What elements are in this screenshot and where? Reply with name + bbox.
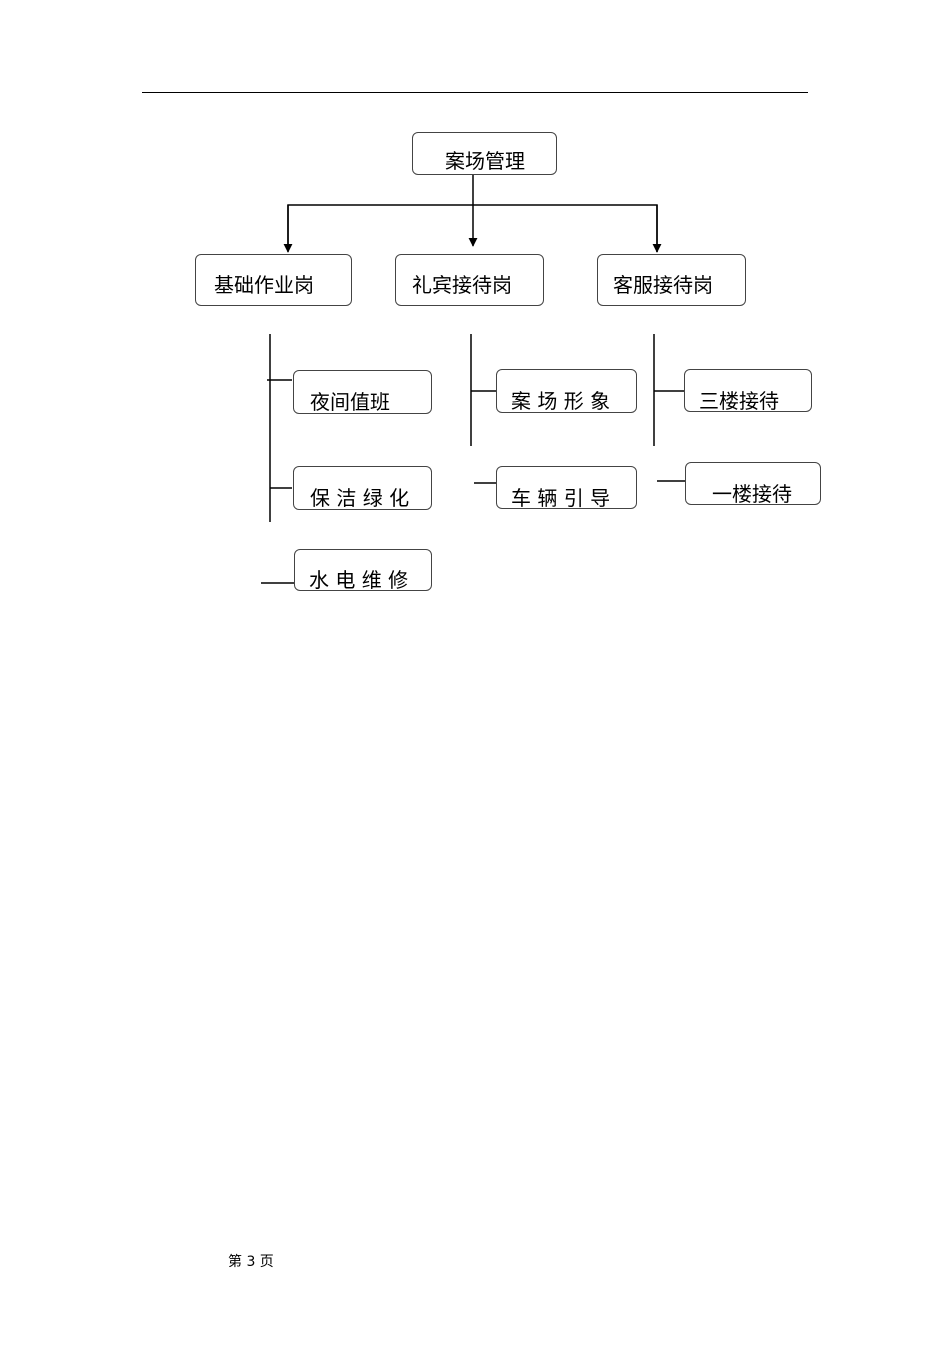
dept-node-label: 客服接待岗 bbox=[613, 273, 713, 297]
dept-node-label: 礼宾接待岗 bbox=[412, 273, 512, 297]
dept-node-basic: 基础作业岗 bbox=[195, 254, 352, 306]
dept-node-reception: 礼宾接待岗 bbox=[395, 254, 544, 306]
duty-node-label: 水 电 维 修 bbox=[309, 568, 409, 592]
duty-node-label: 车 辆 引 导 bbox=[511, 486, 611, 510]
duty-node: 夜间值班 bbox=[293, 370, 432, 414]
duty-node-label: 案 场 形 象 bbox=[511, 389, 611, 413]
duty-node: 水 电 维 修 bbox=[294, 549, 432, 591]
root-node-label: 案场管理 bbox=[445, 149, 525, 173]
duty-node: 案 场 形 象 bbox=[496, 369, 637, 413]
duty-node: 保 洁 绿 化 bbox=[293, 466, 432, 510]
duty-node-label: 夜间值班 bbox=[310, 390, 390, 414]
root-node: 案场管理 bbox=[412, 132, 557, 175]
duty-node: 三楼接待 bbox=[684, 369, 812, 412]
dept-node-label: 基础作业岗 bbox=[214, 273, 314, 297]
duty-node-label: 三楼接待 bbox=[699, 389, 779, 413]
duty-node-label: 一楼接待 bbox=[712, 482, 792, 506]
dept-node-customer-service: 客服接待岗 bbox=[597, 254, 746, 306]
duty-node: 车 辆 引 导 bbox=[496, 466, 637, 509]
page-number: 第 3 页 bbox=[228, 1254, 274, 1270]
duty-node: 一楼接待 bbox=[685, 462, 821, 505]
header-rule bbox=[142, 92, 808, 93]
duty-node-label: 保 洁 绿 化 bbox=[310, 486, 410, 510]
